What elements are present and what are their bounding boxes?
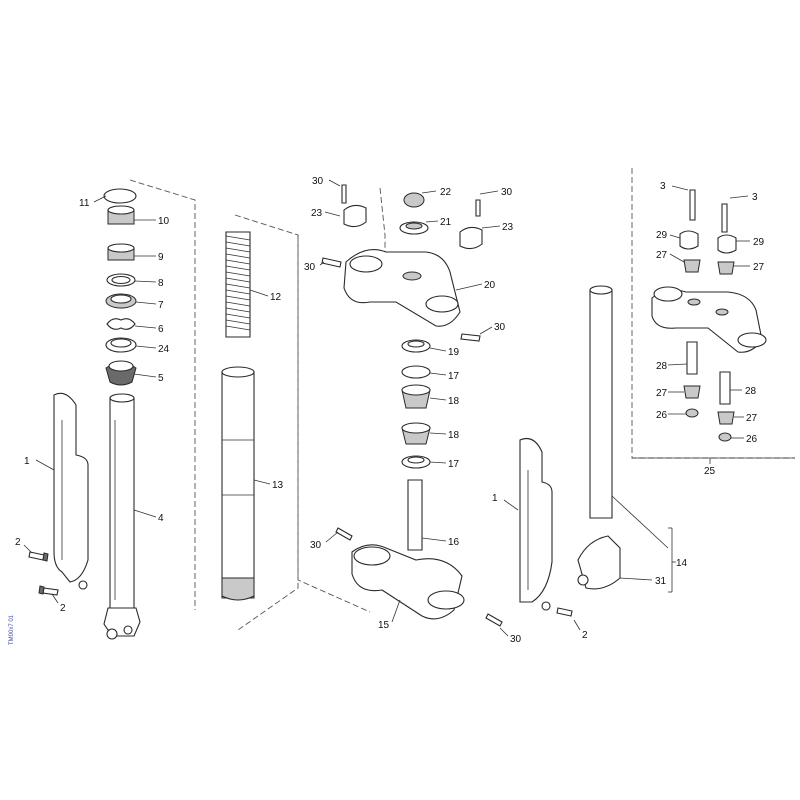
- pin-28b: [719, 371, 731, 405]
- cap-22: [403, 192, 425, 208]
- clamp-29b: [717, 234, 737, 254]
- label-24: 24: [158, 344, 170, 355]
- label-2-left-b: 2: [60, 603, 66, 614]
- tube-14: [589, 289, 613, 519]
- label-10: 10: [158, 216, 170, 227]
- spring-coils: [225, 235, 251, 331]
- label-3-a: 3: [660, 181, 666, 192]
- fork-guard-1-right: [519, 437, 553, 603]
- label-26-a: 26: [656, 410, 668, 421]
- label-1-right: 1: [492, 493, 498, 504]
- axle-bracket-31: [577, 535, 621, 590]
- label-6: 6: [158, 324, 164, 335]
- outer-tube-4: [109, 397, 135, 611]
- drawing-code: TM00x7 01: [9, 614, 15, 645]
- bolt-30b: [475, 199, 481, 217]
- label-27-b: 27: [753, 262, 765, 273]
- inset-clamp-25: [651, 189, 767, 442]
- label-23-a: 23: [311, 208, 323, 219]
- upper-triple-clamp: [321, 184, 483, 342]
- clamp-29a: [679, 230, 699, 250]
- bush-27b: [717, 261, 735, 275]
- bolt-2b: [42, 587, 59, 596]
- label-2-left-a: 2: [15, 537, 21, 548]
- label-28-a: 28: [656, 361, 668, 372]
- label-30-a: 30: [312, 176, 324, 187]
- label-15: 15: [378, 620, 390, 631]
- bolt-30d: [460, 333, 481, 342]
- label-30-e: 30: [310, 540, 322, 551]
- callout-labels: 11 10 9 8 7 6 24 5 4 1 2 2 12 13 30 23 3…: [15, 176, 765, 645]
- label-3-b: 3: [752, 192, 758, 203]
- clamp-cap-23a: [343, 204, 367, 228]
- bolt-2a: [28, 551, 45, 561]
- fork-guard-1: [53, 392, 89, 583]
- label-27-d: 27: [746, 413, 758, 424]
- steering-stem-stack: [335, 339, 503, 627]
- label-18-b: 18: [448, 430, 460, 441]
- label-12: 12: [270, 292, 282, 303]
- label-27-a: 27: [656, 250, 668, 261]
- bolt-30a: [341, 184, 347, 204]
- label-18-a: 18: [448, 396, 460, 407]
- left-fork-parts: [28, 188, 141, 640]
- bolt-30f: [485, 613, 503, 627]
- label-29-b: 29: [753, 237, 765, 248]
- label-5: 5: [158, 373, 164, 384]
- label-14: 14: [676, 558, 688, 569]
- label-22: 22: [440, 187, 452, 198]
- bush-27c: [683, 385, 701, 399]
- pin-28a: [686, 341, 698, 375]
- label-13: 13: [272, 480, 284, 491]
- label-27-c: 27: [656, 388, 668, 399]
- clamp-cap-23b: [459, 226, 483, 250]
- label-31: 31: [655, 576, 667, 587]
- bolt-30e: [335, 527, 353, 541]
- label-30-f: 30: [510, 634, 522, 645]
- label-8: 8: [158, 278, 164, 289]
- label-25: 25: [704, 466, 716, 477]
- label-21: 21: [440, 217, 452, 228]
- circlip-11: [103, 188, 137, 204]
- label-9: 9: [158, 252, 164, 263]
- label-11: 11: [79, 198, 90, 209]
- label-17-a: 17: [448, 371, 460, 382]
- label-16: 16: [448, 537, 460, 548]
- right-fork-parts: [519, 285, 621, 617]
- label-20: 20: [484, 280, 496, 291]
- leader-lines: [23, 179, 750, 637]
- label-7: 7: [158, 300, 164, 311]
- seal-17a: [401, 365, 431, 379]
- label-26-b: 26: [746, 434, 758, 445]
- label-29-a: 29: [656, 230, 668, 241]
- label-19: 19: [448, 347, 460, 358]
- label-1-left: 1: [24, 456, 30, 467]
- label-30-d: 30: [494, 322, 506, 333]
- label-2-right: 2: [582, 630, 588, 641]
- bolt-2c: [556, 607, 573, 617]
- label-4: 4: [158, 513, 164, 524]
- bolt-30c: [321, 257, 342, 268]
- label-30-b: 30: [501, 187, 513, 198]
- label-17-b: 17: [448, 459, 460, 470]
- stem-16: [407, 479, 423, 551]
- inner-tube-13: [221, 371, 255, 599]
- washer-26b: [718, 432, 732, 442]
- spring-and-cartridge: [221, 231, 255, 601]
- bush-27a: [683, 259, 701, 273]
- washer-26a: [685, 408, 699, 418]
- bush-27d: [717, 411, 735, 425]
- bolt-3a: [689, 189, 696, 221]
- bolt-3b: [721, 203, 728, 233]
- label-28-b: 28: [745, 386, 757, 397]
- label-30-c: 30: [304, 262, 316, 273]
- clip-6: [106, 318, 136, 330]
- label-23-b: 23: [502, 222, 514, 233]
